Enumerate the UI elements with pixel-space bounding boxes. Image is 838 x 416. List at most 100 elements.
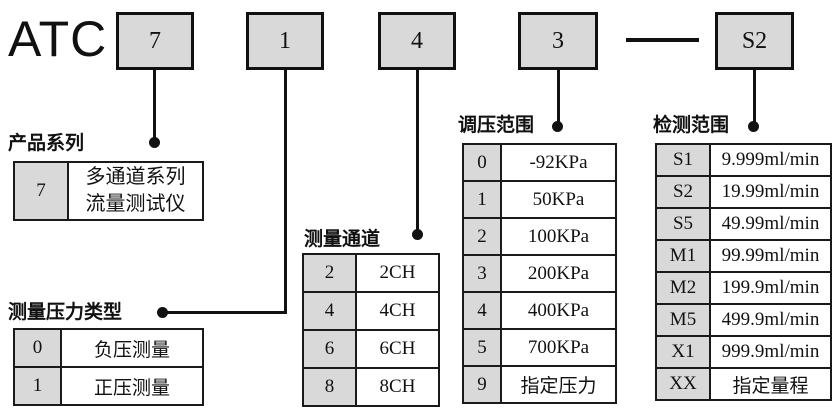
code-cell: 3 bbox=[462, 254, 502, 293]
section-label-pressure-type: 测量压力类型 bbox=[8, 302, 123, 323]
connector-line-pressure-horizontal bbox=[162, 311, 286, 314]
connector-line-channels bbox=[416, 68, 419, 235]
value-line-2: 流量测试仪 bbox=[85, 193, 186, 215]
table-row: 9 指定压力 bbox=[462, 365, 617, 404]
code-box-detection: S2 bbox=[715, 12, 794, 70]
table-row: 1 50KPa bbox=[462, 180, 617, 219]
value-cell: 999.9ml/min bbox=[709, 335, 832, 369]
table-row: S1 9.999ml/min bbox=[655, 143, 832, 177]
table-row: 4 4CH bbox=[302, 291, 440, 331]
value-cell: 49.99ml/min bbox=[709, 207, 832, 241]
connector-line-series bbox=[153, 68, 156, 142]
value-cell: 100KPa bbox=[500, 217, 617, 256]
code-cell: S2 bbox=[655, 175, 711, 209]
value-cell: 19.99ml/min bbox=[709, 175, 832, 209]
value-cell: -92KPa bbox=[500, 143, 617, 182]
code-cell: XX bbox=[655, 367, 711, 401]
section-label-channels: 测量通道 bbox=[304, 229, 381, 250]
table-row: S2 19.99ml/min bbox=[655, 175, 832, 209]
code-box-value: 1 bbox=[279, 27, 291, 54]
dash-separator bbox=[626, 38, 699, 42]
connector-dot-pressure bbox=[157, 307, 168, 318]
code-cell: 1 bbox=[13, 366, 62, 406]
code-cell: 8 bbox=[302, 367, 357, 407]
table-row: XX 指定量程 bbox=[655, 367, 832, 401]
table-row: 7 多通道系列 流量测试仪 bbox=[13, 161, 204, 221]
table-row: 4 400KPa bbox=[462, 291, 617, 330]
table-row: 2 2CH bbox=[302, 253, 440, 293]
pressure-type-table: 0 负压测量 1 正压测量 bbox=[13, 328, 204, 406]
connector-dot-channels bbox=[412, 229, 423, 240]
connector-line-pressure-vertical bbox=[284, 68, 287, 314]
value-cell: 指定压力 bbox=[500, 365, 617, 404]
code-box-value: 7 bbox=[149, 27, 161, 54]
code-box-channels: 4 bbox=[378, 12, 456, 70]
table-row: 3 200KPa bbox=[462, 254, 617, 293]
code-cell: X1 bbox=[655, 335, 711, 369]
table-row: 8 8CH bbox=[302, 367, 440, 407]
section-label-detection-range: 检测范围 bbox=[653, 115, 730, 136]
value-cell: 700KPa bbox=[500, 328, 617, 367]
code-box-value: 3 bbox=[552, 27, 564, 54]
code-box-value: S2 bbox=[741, 27, 768, 54]
channels-table: 2 2CH 4 4CH 6 6CH 8 8CH bbox=[302, 253, 440, 407]
code-cell: 0 bbox=[462, 143, 502, 182]
connector-dot-series bbox=[149, 137, 160, 148]
code-cell: S1 bbox=[655, 143, 711, 177]
value-cell: 499.9ml/min bbox=[709, 303, 832, 337]
table-row: 1 正压测量 bbox=[13, 366, 204, 406]
value-cell: 400KPa bbox=[500, 291, 617, 330]
code-cell: M5 bbox=[655, 303, 711, 337]
code-cell: 5 bbox=[462, 328, 502, 367]
table-row: M1 99.99ml/min bbox=[655, 239, 832, 273]
code-box-regulation: 3 bbox=[518, 12, 598, 70]
code-cell: M1 bbox=[655, 239, 711, 273]
table-row: 0 -92KPa bbox=[462, 143, 617, 182]
brand-text: ATC bbox=[8, 11, 108, 67]
table-row: M2 199.9ml/min bbox=[655, 271, 832, 305]
value-cell: 200KPa bbox=[500, 254, 617, 293]
table-row: X1 999.9ml/min bbox=[655, 335, 832, 369]
code-cell: 0 bbox=[13, 328, 62, 368]
value-cell: 8CH bbox=[355, 367, 440, 407]
code-cell: 6 bbox=[302, 329, 357, 369]
code-cell: 4 bbox=[302, 291, 357, 331]
code-cell: 1 bbox=[462, 180, 502, 219]
section-label-product-series: 产品系列 bbox=[8, 133, 85, 154]
value-line-1: 多通道系列 bbox=[85, 166, 186, 188]
connector-dot-regulation bbox=[552, 121, 563, 132]
connector-dot-detection bbox=[748, 121, 759, 132]
value-cell: 正压测量 bbox=[60, 366, 204, 406]
product-series-table: 7 多通道系列 流量测试仪 bbox=[13, 161, 204, 221]
code-cell: 2 bbox=[462, 217, 502, 256]
table-row: 5 700KPa bbox=[462, 328, 617, 367]
table-row: 2 100KPa bbox=[462, 217, 617, 256]
value-cell: 6CH bbox=[355, 329, 440, 369]
table-row: 6 6CH bbox=[302, 329, 440, 369]
section-label-regulation-range: 调压范围 bbox=[458, 115, 535, 136]
value-cell: 4CH bbox=[355, 291, 440, 331]
value-cell: 9.999ml/min bbox=[709, 143, 832, 177]
code-cell: S5 bbox=[655, 207, 711, 241]
table-row: S5 49.99ml/min bbox=[655, 207, 832, 241]
table-row: 0 负压测量 bbox=[13, 328, 204, 368]
value-cell: 199.9ml/min bbox=[709, 271, 832, 305]
connector-line-regulation bbox=[557, 68, 560, 126]
code-box-pressure-type: 1 bbox=[246, 12, 324, 70]
table-row: M5 499.9ml/min bbox=[655, 303, 832, 337]
connector-line-detection bbox=[753, 68, 756, 126]
code-box-series: 7 bbox=[116, 12, 194, 70]
value-cell: 2CH bbox=[355, 253, 440, 293]
regulation-range-table: 0 -92KPa 1 50KPa 2 100KPa 3 200KPa 4 400… bbox=[462, 143, 617, 404]
code-box-value: 4 bbox=[411, 27, 423, 54]
code-cell: 4 bbox=[462, 291, 502, 330]
value-cell: 多通道系列 流量测试仪 bbox=[67, 161, 204, 221]
code-cell: 7 bbox=[13, 161, 69, 221]
value-cell: 负压测量 bbox=[60, 328, 204, 368]
code-cell: 9 bbox=[462, 365, 502, 404]
detection-range-table: S1 9.999ml/min S2 19.99ml/min S5 49.99ml… bbox=[655, 143, 832, 401]
value-cell: 99.99ml/min bbox=[709, 239, 832, 273]
value-cell: 50KPa bbox=[500, 180, 617, 219]
code-cell: M2 bbox=[655, 271, 711, 305]
